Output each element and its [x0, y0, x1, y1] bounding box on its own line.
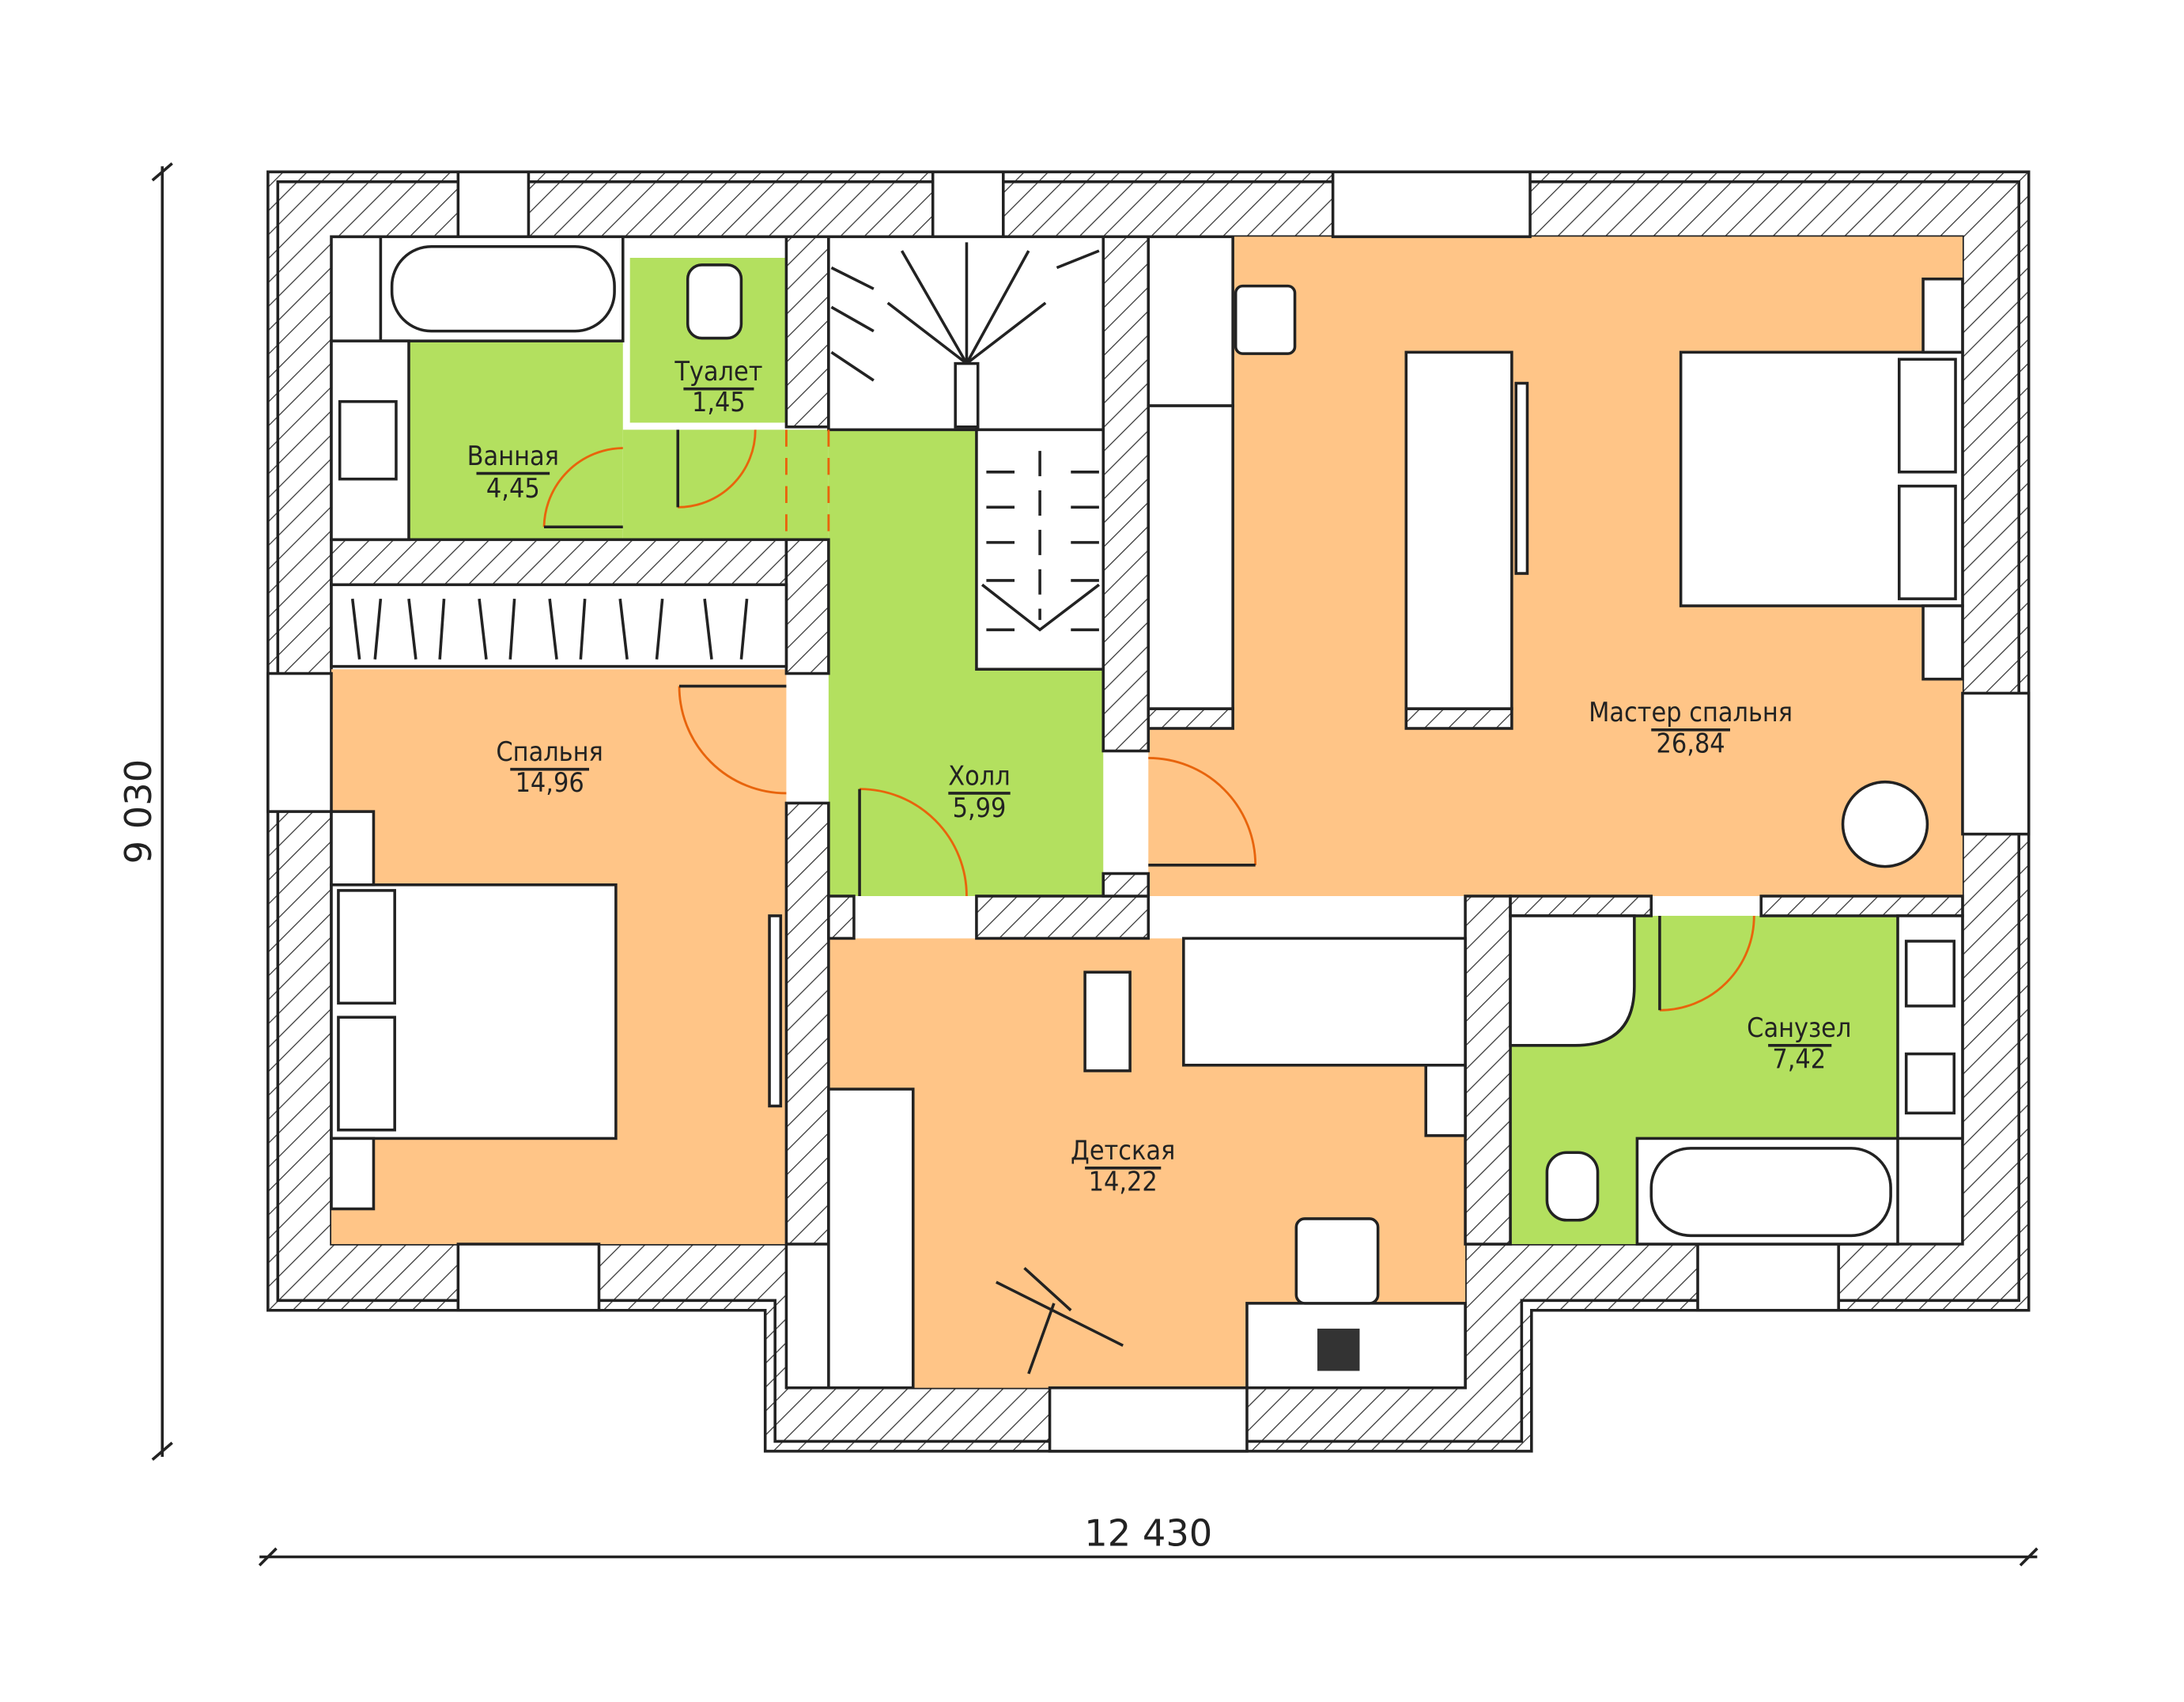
dimension-height: 9 030: [117, 162, 173, 1461]
room-fill-hall: [828, 429, 1104, 897]
svg-text:5,99: 5,99: [953, 792, 1007, 823]
svg-text:Детская: Детская: [1071, 1135, 1175, 1166]
svg-text:4,45: 4,45: [486, 473, 540, 504]
svg-text:12 430: 12 430: [1084, 1511, 1212, 1554]
svg-text:Ванная: Ванная: [467, 441, 559, 471]
windows: [266, 170, 2031, 1453]
svg-text:1,45: 1,45: [692, 387, 746, 418]
svg-text:Мастер спальня: Мастер спальня: [1589, 697, 1793, 728]
furniture: [330, 235, 1964, 1390]
doors: [542, 429, 1755, 1012]
room-fill-corridor: [622, 429, 829, 540]
svg-text:Холл: Холл: [948, 760, 1010, 791]
svg-text:26,84: 26,84: [1657, 728, 1725, 758]
svg-text:Туалет: Туалет: [674, 356, 762, 387]
interior-walls: [330, 235, 1964, 1246]
svg-text:7,42: 7,42: [1772, 1043, 1826, 1074]
room-fill-bathroom: [408, 341, 623, 540]
staircase: [827, 235, 1105, 671]
dimension-width: 12 430: [258, 1511, 2039, 1567]
svg-text:14,22: 14,22: [1089, 1166, 1158, 1197]
svg-text:9 030: 9 030: [117, 759, 160, 864]
svg-text:Спальня: Спальня: [496, 736, 603, 767]
svg-text:14,96: 14,96: [516, 767, 584, 798]
svg-text:Санузел: Санузел: [1747, 1012, 1851, 1043]
